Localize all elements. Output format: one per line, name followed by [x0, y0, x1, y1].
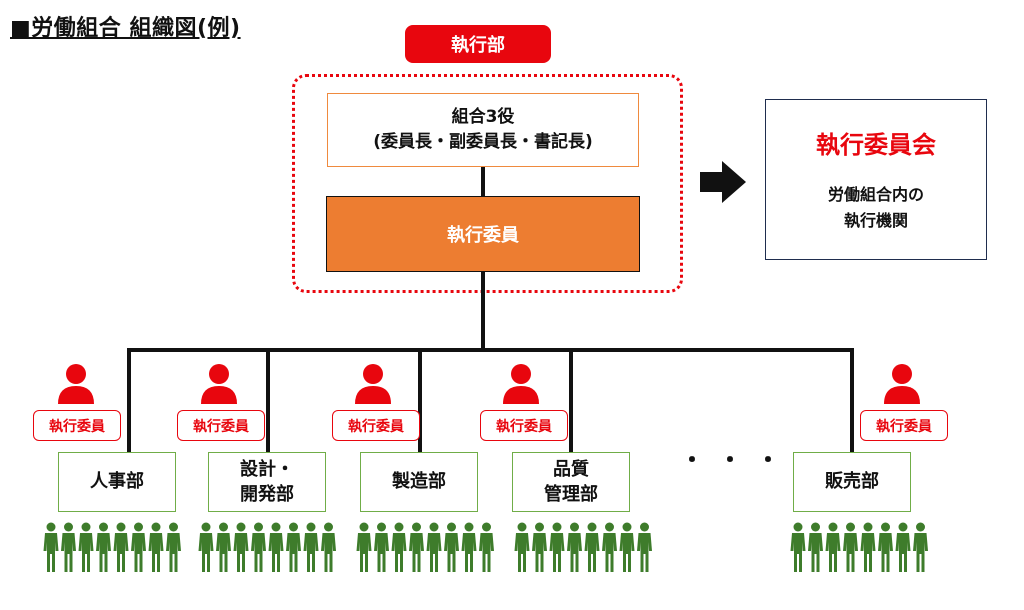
- worker-icon: [233, 522, 249, 572]
- worker-icon: [602, 522, 617, 572]
- member-tag: 執行委員: [480, 410, 568, 441]
- worker-icon: [268, 522, 284, 572]
- worker-icon: [479, 522, 494, 572]
- worker-icon: [166, 522, 181, 572]
- worker-icon: [860, 522, 876, 572]
- worker-icons-row: [790, 522, 928, 572]
- worker-icon: [216, 522, 231, 572]
- worker-icon: [461, 522, 477, 572]
- worker-icon: [286, 522, 301, 572]
- worker-icon: [790, 522, 806, 572]
- arrow-right-icon: [700, 161, 746, 203]
- worker-icon: [321, 522, 336, 572]
- drop-line-1: [127, 348, 131, 452]
- officers-title: 組合3役: [451, 106, 515, 127]
- worker-icon: [808, 522, 823, 572]
- executive-members-box: 執行委員: [326, 196, 640, 272]
- member-tag: 執行委員: [332, 410, 420, 441]
- committee-description: 労働組合内の 執行機関: [827, 185, 924, 230]
- worker-icon: [61, 522, 76, 572]
- member-tag: 執行委員: [860, 410, 948, 441]
- worker-icon: [549, 522, 565, 572]
- worker-icon: [356, 522, 372, 572]
- worker-icons-row: [514, 522, 652, 572]
- person-icon: [503, 364, 539, 404]
- committee-title: 執行委員会: [816, 131, 936, 160]
- drop-line-5: [850, 348, 854, 452]
- worker-icon: [426, 522, 442, 572]
- department-box: 設計・開発部: [208, 452, 326, 512]
- connector-officers-exec: [481, 167, 485, 196]
- worker-icon: [374, 522, 389, 572]
- worker-icon: [148, 522, 164, 572]
- executive-committee-box: 執行委員会 労働組合内の 執行機関: [765, 99, 987, 260]
- trunk-line: [481, 272, 485, 351]
- worker-icon: [391, 522, 407, 572]
- worker-icon: [198, 522, 214, 572]
- worker-icon: [878, 522, 893, 572]
- executive-group-frame: [292, 74, 683, 293]
- worker-icon: [584, 522, 600, 572]
- drop-line-3: [418, 348, 422, 452]
- worker-icon: [895, 522, 911, 572]
- worker-icon: [825, 522, 841, 572]
- person-icon: [355, 364, 391, 404]
- worker-icon: [96, 522, 111, 572]
- member-tag: 執行委員: [33, 410, 121, 441]
- worker-icon: [131, 522, 146, 572]
- officers-box: 組合3役 (委員長・副委員長・書記長): [327, 93, 639, 167]
- worker-icon: [637, 522, 652, 572]
- worker-icon: [619, 522, 635, 572]
- drop-line-4: [569, 348, 573, 452]
- drop-line-2: [266, 348, 270, 452]
- officers-roles: (委員長・副委員長・書記長): [373, 132, 593, 152]
- worker-icon: [444, 522, 459, 572]
- worker-icon: [113, 522, 129, 572]
- executive-department-label: 執行部: [405, 25, 551, 63]
- diagram-title: ■労働組合 組織図(例): [10, 16, 241, 41]
- department-box: 製造部: [360, 452, 478, 512]
- worker-icon: [303, 522, 319, 572]
- worker-icon: [843, 522, 858, 572]
- worker-icon: [78, 522, 94, 572]
- branch-horizontal-line: [127, 348, 854, 352]
- worker-icon: [514, 522, 530, 572]
- worker-icons-row: [356, 522, 494, 572]
- worker-icon: [43, 522, 59, 572]
- person-icon: [201, 364, 237, 404]
- worker-icons-row: [198, 522, 336, 572]
- worker-icon: [532, 522, 547, 572]
- worker-icon: [913, 522, 928, 572]
- department-box: 販売部: [793, 452, 911, 512]
- more-departments-ellipsis: ・・・: [680, 446, 794, 474]
- department-box: 人事部: [58, 452, 176, 512]
- member-tag: 執行委員: [177, 410, 265, 441]
- person-icon: [58, 364, 94, 404]
- worker-icons-row: [43, 522, 181, 572]
- department-box: 品質管理部: [512, 452, 630, 512]
- person-icon: [884, 364, 920, 404]
- worker-icon: [251, 522, 266, 572]
- worker-icon: [409, 522, 424, 572]
- worker-icon: [567, 522, 582, 572]
